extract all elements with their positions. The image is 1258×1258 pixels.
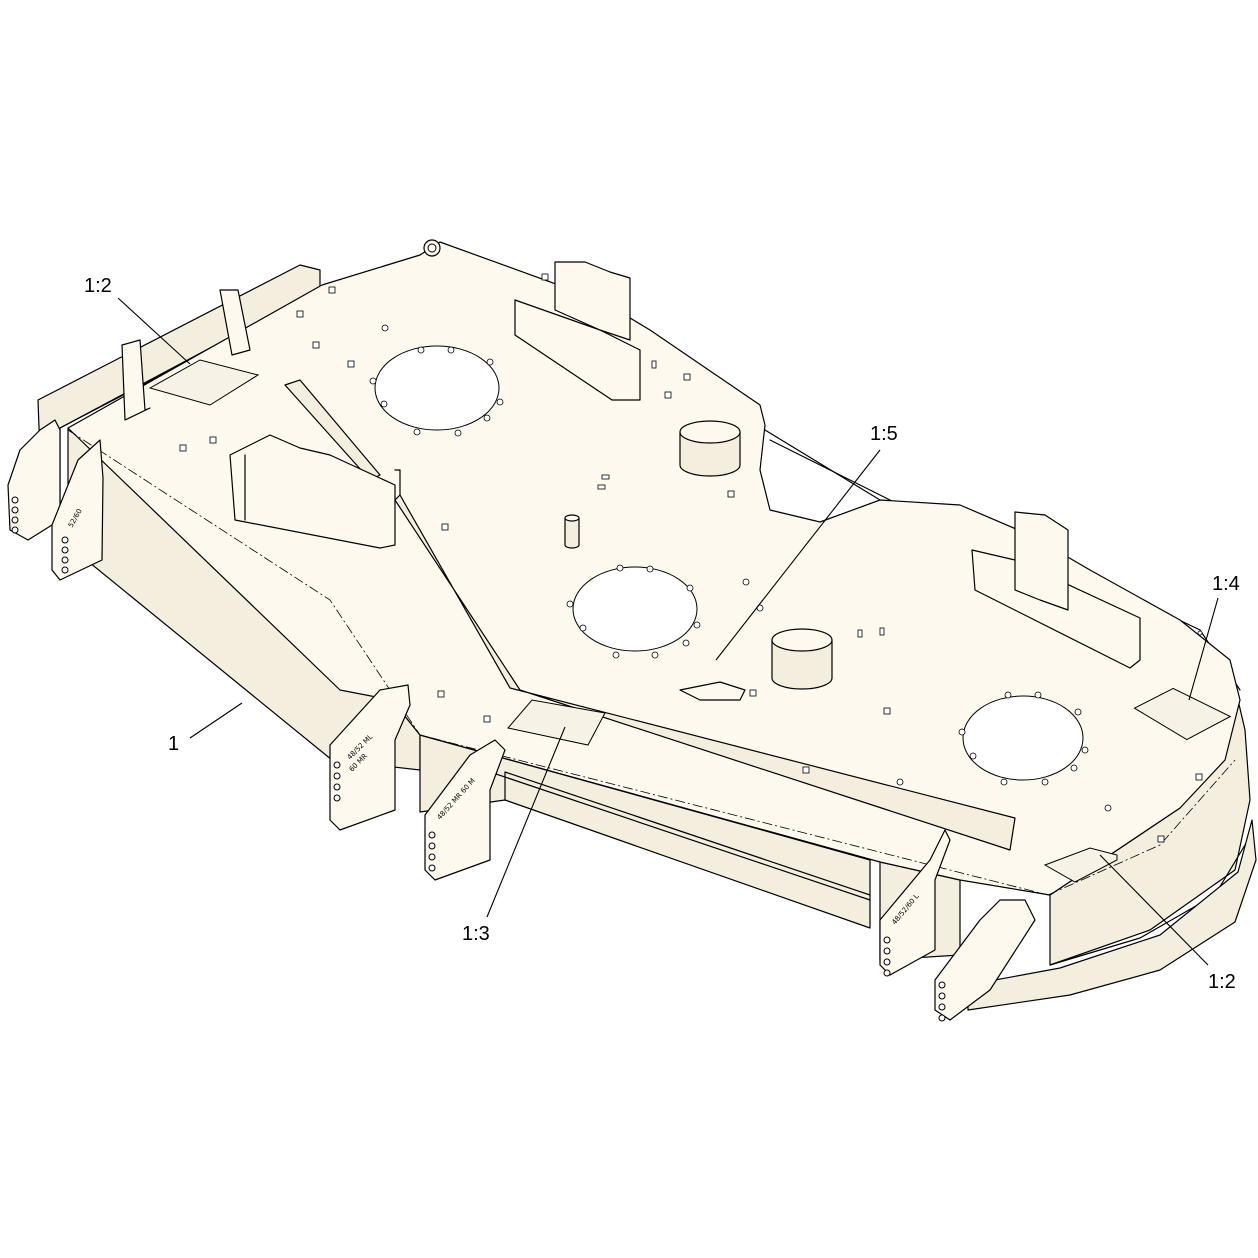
leader-1-2-left [117, 297, 191, 365]
bracket-rear-left-outer [7, 419, 61, 541]
callout-labels: 1:2 1:5 1:4 1 1:3 1:2 [84, 275, 1240, 993]
leader-1-2-right [1099, 854, 1209, 966]
right-blade-opening [962, 695, 1084, 781]
baffles [121, 261, 1141, 851]
callout-1-5: 1:5 [870, 423, 898, 445]
decal-front-center [507, 699, 606, 746]
spindle-pin [564, 514, 580, 549]
callout-1: 1 [168, 733, 179, 755]
bracket-front-1: 48/52 ML 60 MR [329, 684, 411, 831]
spindle-pod-right [771, 628, 833, 690]
decals [148, 359, 1232, 883]
left-blade-opening [374, 345, 500, 431]
leader-1-3 [486, 726, 566, 918]
height-brackets: 52/60 48/52 ML 60 MR 48/52 MR 60 M 48/52… [7, 419, 1036, 1022]
callout-1-2-right: 1:2 [1208, 971, 1236, 993]
spindle-pods [423, 239, 833, 690]
leader-1-4 [1188, 597, 1219, 701]
callout-1-3: 1:3 [462, 923, 490, 945]
bracket-rear-left-inner: 52/60 [51, 439, 104, 581]
fill-cap [423, 239, 441, 257]
leader-lines [117, 297, 1219, 966]
callout-1-4: 1:4 [1212, 573, 1240, 595]
leader-1 [189, 702, 243, 739]
callout-1-2-left: 1:2 [84, 275, 112, 297]
spindle-pod-left [679, 420, 741, 477]
bracket-front-2: 48/52 MR 60 M [424, 739, 506, 881]
blade-openings [369, 324, 1203, 812]
leader-1-5 [715, 449, 881, 661]
decal-rear-left [148, 359, 260, 406]
decal-front-right [1043, 847, 1118, 883]
deck-slots [179, 273, 1203, 843]
center-blade-opening [572, 566, 698, 652]
bracket-front-4 [934, 899, 1036, 1022]
decal-right-side [1133, 687, 1232, 741]
